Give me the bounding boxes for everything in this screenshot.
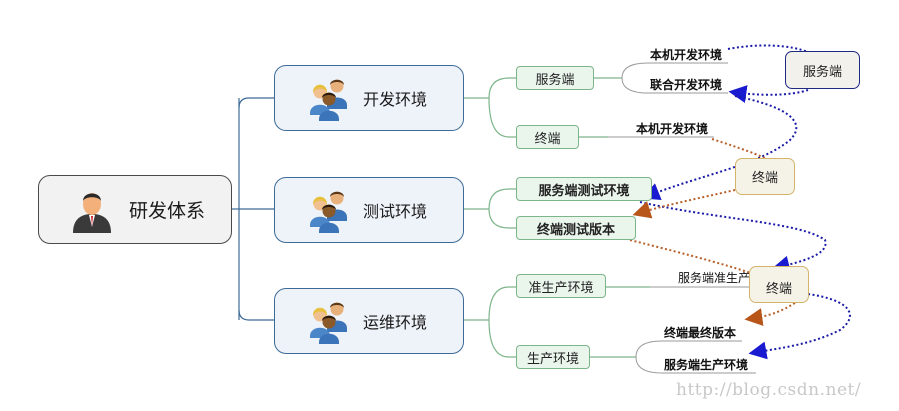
- branch-label: 开发环境: [363, 90, 428, 109]
- branch-node-test[interactable]: 测试环境: [274, 177, 464, 243]
- sub-node-dev-server[interactable]: 服务端: [516, 66, 594, 90]
- leaf-item[interactable]: 本机开发环境: [636, 122, 709, 136]
- callout-label: 服务端: [802, 64, 842, 80]
- sub-node-label: 服务端测试环境: [538, 183, 630, 199]
- leaf-item[interactable]: 服务端生产环境: [664, 358, 749, 372]
- sub-node-test-server[interactable]: 服务端测试环境: [516, 177, 652, 201]
- callout-terminal[interactable]: 终端: [749, 266, 809, 303]
- root-branch-connectors: [232, 97, 274, 321]
- branch-label: 测试环境: [363, 202, 428, 221]
- leaf-item[interactable]: 联合开发环境: [650, 78, 723, 92]
- people-group-icon: [307, 75, 353, 121]
- root-node[interactable]: 研发体系: [38, 175, 232, 244]
- sub-node-ops-staging[interactable]: 准生产环境: [516, 274, 606, 298]
- sub-node-label: 服务端: [535, 72, 575, 88]
- server-relationships: [639, 44, 851, 360]
- callout-label: 终端: [765, 282, 792, 297]
- terminal-relationships: [629, 138, 796, 326]
- leaf-item[interactable]: 终端最终版本: [664, 326, 737, 340]
- root-label: 研发体系: [129, 200, 206, 222]
- sub-node-ops-production[interactable]: 生产环境: [516, 345, 590, 369]
- sub-node-label: 终端: [534, 131, 561, 147]
- sub-node-test-terminal[interactable]: 终端测试版本: [516, 216, 636, 240]
- people-group-icon: [307, 298, 353, 344]
- people-group-icon: [307, 187, 353, 233]
- callout-server[interactable]: 服务端: [785, 51, 860, 89]
- businessman-icon: [69, 187, 115, 233]
- callout-label: 终端: [751, 171, 778, 186]
- leaf-item[interactable]: 本机开发环境: [650, 48, 723, 62]
- sub-branch-connectors: [464, 77, 650, 358]
- sub-node-label: 终端测试版本: [536, 222, 615, 238]
- sub-node-label: 准生产环境: [528, 280, 594, 296]
- watermark: http://blog.csdn.net/: [676, 380, 862, 400]
- callout-terminal[interactable]: 终端: [735, 158, 795, 195]
- sub-node-dev-terminal[interactable]: 终端: [516, 125, 579, 149]
- branch-node-dev[interactable]: 开发环境: [274, 65, 464, 131]
- sub-node-label: 生产环境: [526, 351, 579, 367]
- branch-label: 运维环境: [363, 313, 428, 332]
- branch-node-ops[interactable]: 运维环境: [274, 288, 464, 354]
